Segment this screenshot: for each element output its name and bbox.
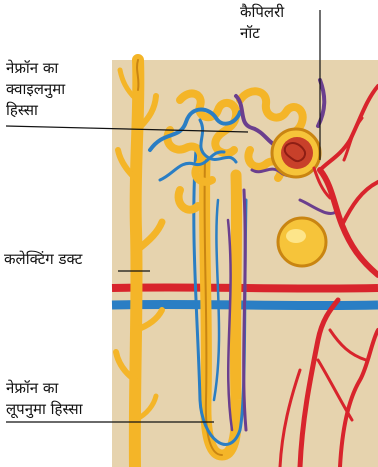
label-coiled-part-line3: हिस्सा: [6, 100, 65, 121]
label-collecting-duct-text: कलेक्टिंग डक्ट: [4, 249, 82, 270]
label-loop-part-line1: नेफ्रॉन का: [6, 378, 83, 399]
bowman-capsule-lower: [278, 218, 326, 266]
label-capillary-knot-line1: कैपिलरी: [240, 2, 284, 23]
label-coiled-part-line2: क्वाइलनुमा: [6, 79, 65, 100]
label-loop-part-line2: लूपनुमा हिस्सा: [6, 399, 83, 420]
label-collecting-duct: कलेक्टिंग डक्ट: [4, 249, 82, 270]
label-capillary-knot: कैपिलरी नॉट: [240, 2, 284, 44]
label-coiled-part-line1: नेफ्रॉन का: [6, 58, 65, 79]
label-capillary-knot-line2: नॉट: [240, 23, 284, 44]
bowman-capsule-upper: [272, 129, 320, 177]
label-loop-part: नेफ्रॉन का लूपनुमा हिस्सा: [6, 378, 83, 420]
label-coiled-part: नेफ्रॉन का क्वाइलनुमा हिस्सा: [6, 58, 65, 121]
